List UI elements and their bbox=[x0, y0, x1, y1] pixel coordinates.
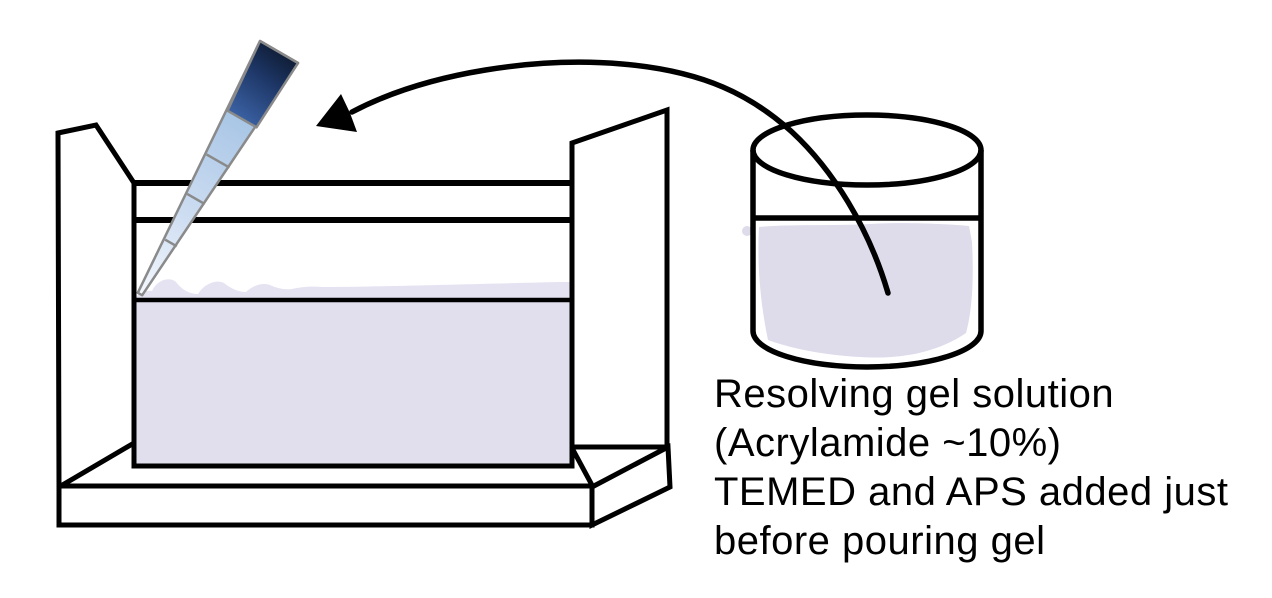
casting-base bbox=[56, 442, 673, 529]
pipette-dark-liquid bbox=[226, 39, 300, 129]
pipette-graduation-3 bbox=[164, 238, 178, 248]
annotation-line-3: TEMED and APS added just bbox=[714, 470, 1229, 514]
pipette-graduation-1 bbox=[205, 153, 231, 169]
annotation-line-4: before pouring gel bbox=[714, 519, 1046, 563]
beaker-body-outline bbox=[750, 150, 984, 370]
gel-casting-stand bbox=[55, 106, 670, 492]
pipette-tip-icon bbox=[136, 39, 300, 297]
solution-splash-dot bbox=[742, 226, 752, 236]
left-stand-panel bbox=[55, 122, 137, 492]
gel-meniscus bbox=[136, 279, 570, 302]
beaker-rim-fill bbox=[753, 115, 981, 185]
glass-plates-and-gel bbox=[131, 180, 575, 469]
beaker-icon bbox=[742, 112, 984, 370]
arrow-curve bbox=[349, 59, 891, 296]
beaker-rim-outline bbox=[750, 112, 984, 188]
base-right-face bbox=[589, 442, 673, 529]
beaker-solution bbox=[758, 223, 973, 358]
pipette-graduation-2 bbox=[186, 192, 206, 206]
arrow-head bbox=[316, 94, 357, 132]
resolving-gel-fill bbox=[134, 301, 572, 466]
base-top-face-right-edge bbox=[569, 446, 596, 489]
annotation-line-2: (Acrylamide ~10%) bbox=[714, 421, 1062, 465]
curved-transfer-arrow-icon bbox=[316, 59, 891, 296]
annotation-line-1: Resolving gel solution bbox=[714, 372, 1115, 416]
right-stand-panel bbox=[569, 106, 670, 450]
base-front-face bbox=[56, 483, 595, 528]
annotation-text: Resolving gel solution (Acrylamide ~10%)… bbox=[714, 370, 1272, 566]
